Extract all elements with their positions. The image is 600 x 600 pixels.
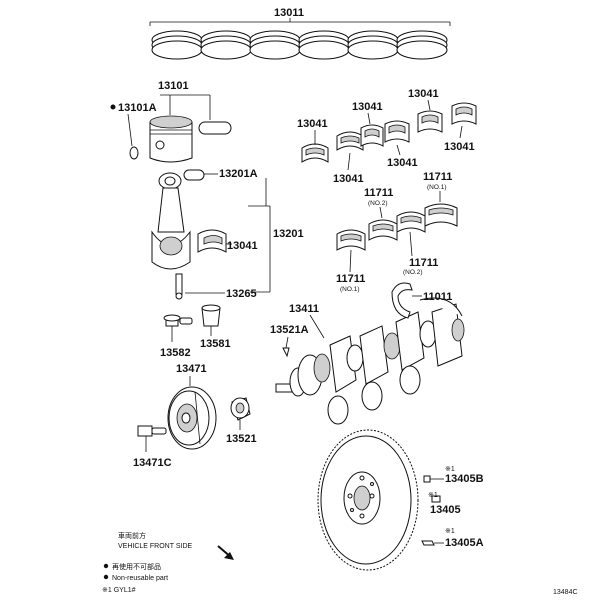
crankshaft-pulley[interactable] [167, 386, 217, 450]
label-11711-m4-note: (NO.1) [340, 286, 360, 293]
label-13265: 13265 [226, 288, 257, 300]
star-note-1: ※1 [445, 466, 455, 473]
label-13405A: 13405A [445, 537, 484, 549]
label-13041-rod: 13041 [227, 240, 258, 252]
crankshaft-bearings-lower[interactable] [336, 203, 458, 251]
rod-bearing[interactable] [197, 229, 227, 253]
label-13011: 13011 [274, 7, 304, 19]
bushing-13581[interactable] [201, 304, 221, 327]
label-11711-m1: 11711 [364, 187, 393, 199]
bolt-13405A[interactable] [421, 540, 435, 546]
legend-dot-icon-2 [103, 574, 109, 580]
label-13201A: 13201A [219, 168, 258, 180]
legend-dot-icon [103, 563, 109, 569]
legend-nonreuse-text: Non-reusable part [112, 575, 168, 582]
label-13405B: 13405B [445, 473, 484, 485]
legend-front-text: VEHICLE FRONT SIDE [118, 543, 192, 550]
label-13201: 13201 [273, 228, 304, 240]
label-13101: 13101 [158, 80, 189, 92]
label-13581: 13581 [200, 338, 231, 350]
legend-gyl: ※1 GYL1# [102, 587, 136, 594]
bolt-13582[interactable] [163, 314, 193, 327]
non-reusable-dot-icon [110, 104, 116, 110]
diagram-id: 13484C [553, 589, 578, 596]
label-11711-m2: 11711 [423, 171, 452, 183]
label-13405: 13405 [430, 504, 461, 516]
label-13041-b4: 13041 [333, 173, 364, 185]
label-11711-m3-note: (NO.2) [403, 269, 423, 276]
crankshaft-gear[interactable] [230, 397, 251, 421]
bolt-13471C[interactable] [137, 425, 167, 437]
label-11711-m2-note: (NO.1) [427, 184, 447, 191]
label-13101A: 13101A [118, 102, 157, 114]
label-13041-b1: 13041 [297, 118, 328, 130]
label-13521A: 13521A [270, 324, 309, 336]
crankshaft-bearings-upper[interactable] [301, 102, 477, 163]
crankshaft[interactable] [275, 297, 465, 425]
label-13471: 13471 [176, 363, 207, 375]
key-13521A[interactable] [282, 347, 290, 358]
snap-ring[interactable] [129, 146, 139, 160]
label-11711-m4: 11711 [336, 273, 365, 285]
label-13471C: 13471C [133, 457, 172, 469]
label-13041-b2: 13041 [352, 101, 383, 113]
label-11711-m3: 11711 [409, 257, 438, 269]
star-note-3: ※1 [445, 528, 455, 535]
legend-nonreuse-jp: 再使用不可部品 [112, 562, 161, 571]
star-note-2: ※1 [428, 492, 438, 499]
legend-front-jp: 車両前方 [118, 531, 146, 540]
label-11011: 11011 [423, 291, 452, 303]
label-13041-b6: 13041 [444, 141, 475, 153]
label-13521: 13521 [226, 433, 257, 445]
connecting-rod[interactable] [151, 169, 205, 300]
label-13411: 13411 [289, 303, 319, 315]
label-11711-m1-note: (NO.2) [368, 200, 388, 207]
label-13582: 13582 [160, 347, 191, 359]
flywheel[interactable] [317, 429, 419, 571]
thrust-washer[interactable] [391, 282, 413, 319]
label-13041-b3: 13041 [408, 88, 439, 100]
piston[interactable] [129, 115, 232, 163]
piston-ring-set[interactable] [149, 18, 451, 60]
bolt-13405[interactable] [431, 495, 441, 503]
label-13041-b5: 13041 [387, 157, 418, 169]
front-arrow-icon [217, 545, 234, 560]
bolt-13405B[interactable] [423, 475, 431, 483]
